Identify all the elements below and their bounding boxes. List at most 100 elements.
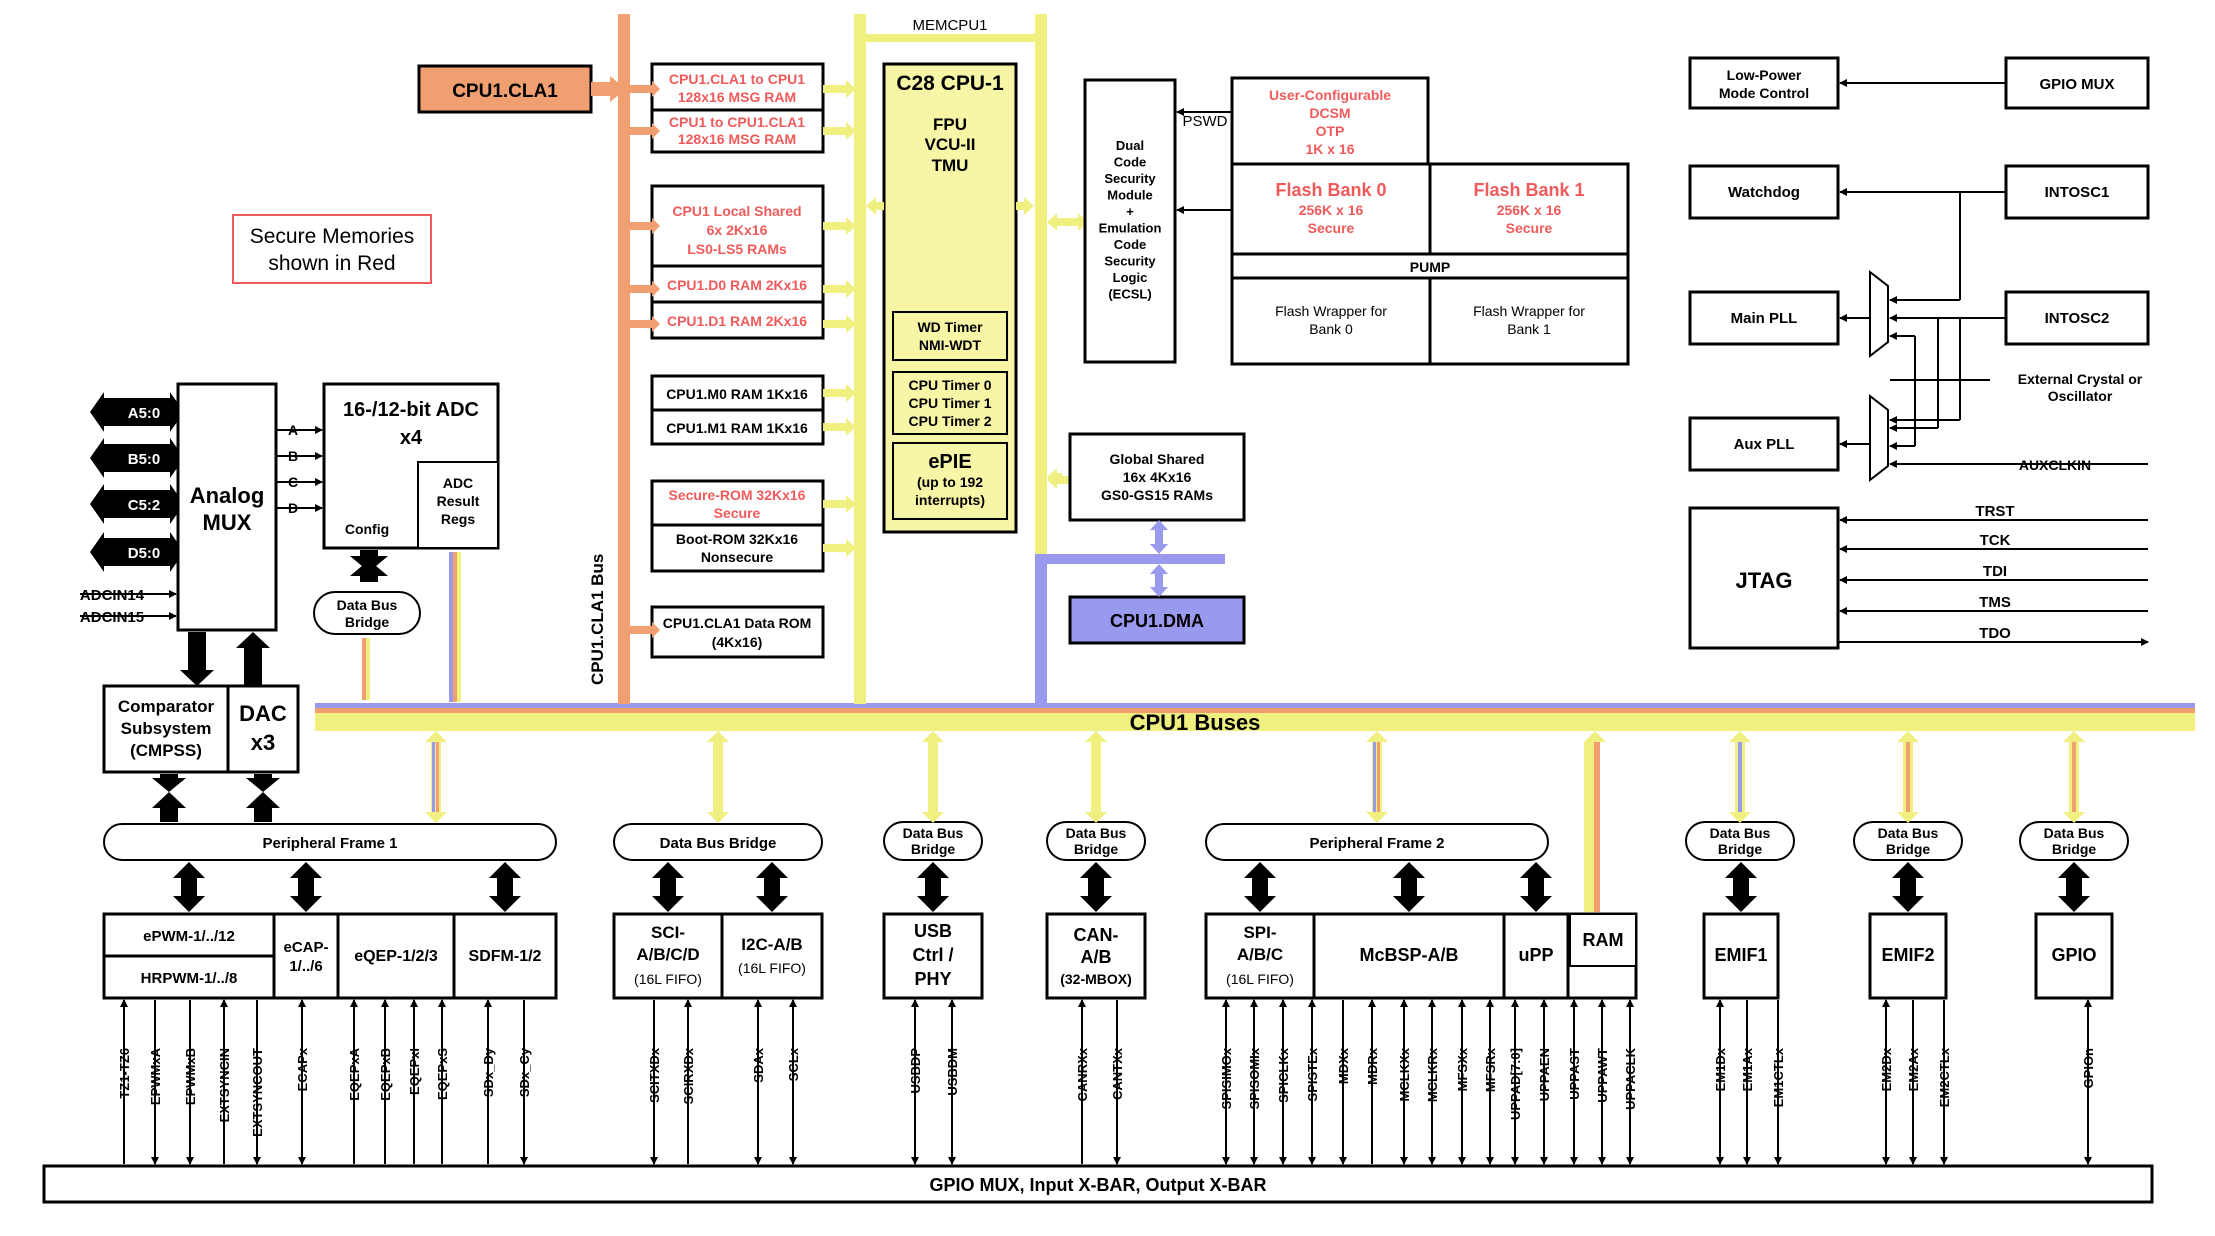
svg-text:User-Configurable: User-Configurable bbox=[1269, 87, 1391, 103]
svg-text:Flash Bank 0: Flash Bank 0 bbox=[1275, 180, 1386, 200]
svg-text:INTOSC2: INTOSC2 bbox=[2045, 310, 2110, 327]
svg-text:Secure: Secure bbox=[714, 505, 761, 521]
signal-label: MCLKRx bbox=[1425, 1047, 1440, 1102]
svg-text:CPU1.M0 RAM 1Kx16: CPU1.M0 RAM 1Kx16 bbox=[666, 386, 808, 402]
adc-data-bus-bridge: Data Bus Bridge bbox=[313, 552, 461, 702]
svg-text:Data Bus: Data Bus bbox=[337, 597, 398, 613]
thick-bridge-arrow bbox=[1520, 862, 1552, 912]
svg-text:WD Timer: WD Timer bbox=[917, 319, 983, 335]
svg-text:(4Kx16): (4Kx16) bbox=[712, 634, 763, 650]
dcsm-line: Security bbox=[1104, 254, 1156, 269]
svg-text:Bank 1: Bank 1 bbox=[1507, 321, 1551, 337]
analog-port-label: B5:0 bbox=[128, 451, 161, 468]
cla1-block[interactable]: CPU1.CLA1 bbox=[417, 64, 593, 114]
thick-bridge-arrow bbox=[2058, 862, 2090, 912]
c28-cpu1[interactable]: C28 CPU-1 FPU VCU-II TMU WD Timer NMI-WD… bbox=[882, 62, 1018, 534]
svg-text:CAN-: CAN- bbox=[1074, 925, 1119, 945]
svg-text:PUMP: PUMP bbox=[1410, 259, 1450, 275]
svg-text:ePWM-1/../12: ePWM-1/../12 bbox=[143, 928, 235, 945]
svg-text:Bridge: Bridge bbox=[2052, 841, 2097, 857]
svg-text:GPIO MUX, Input X-BAR, Output: GPIO MUX, Input X-BAR, Output X-BAR bbox=[930, 1175, 1267, 1195]
dma-arrows bbox=[1150, 520, 1168, 597]
svg-text:16x 4Kx16: 16x 4Kx16 bbox=[1123, 469, 1192, 485]
svg-text:x3: x3 bbox=[251, 730, 275, 755]
signal-label: EM2CTLx bbox=[1937, 1047, 1952, 1107]
svg-text:1K x 16: 1K x 16 bbox=[1305, 141, 1354, 157]
signal-label: UPPAEN bbox=[1537, 1048, 1552, 1101]
svg-text:GS0-GS15 RAMs: GS0-GS15 RAMs bbox=[1101, 487, 1213, 503]
analog-port-arrow bbox=[90, 532, 184, 572]
jtag-pin-label: TDI bbox=[1983, 563, 2007, 580]
svg-text:EMIF1: EMIF1 bbox=[1714, 945, 1767, 965]
svg-text:ADC: ADC bbox=[443, 475, 473, 491]
analog-port-arrow bbox=[90, 392, 184, 432]
svg-text:TMU: TMU bbox=[932, 156, 969, 175]
svg-text:CPU1 to CPU1.CLA1: CPU1 to CPU1.CLA1 bbox=[669, 114, 805, 130]
adc-channel-label: B bbox=[288, 448, 298, 464]
svg-text:A/B/C/D: A/B/C/D bbox=[636, 945, 699, 964]
svg-text:interrupts): interrupts) bbox=[915, 492, 985, 508]
signal-label: EQEPxB bbox=[378, 1048, 393, 1101]
dcsm-line: Security bbox=[1104, 171, 1156, 186]
peripheral-blocks: ePWM-1/../12 HRPWM-1/../8 eCAP- 1/../6 e… bbox=[102, 912, 2114, 1000]
svg-text:256K x 16: 256K x 16 bbox=[1497, 202, 1562, 218]
svg-text:128x16 MSG RAM: 128x16 MSG RAM bbox=[678, 131, 796, 147]
gs-yellow-arrow bbox=[1047, 468, 1062, 486]
cla1-to-bus-arrow bbox=[591, 76, 626, 102]
signal-label: MCLKXx bbox=[1397, 1047, 1412, 1101]
adc-channel-label: A bbox=[288, 422, 298, 438]
svg-text:Oscillator: Oscillator bbox=[2048, 388, 2113, 404]
cla1-label: CPU1.CLA1 bbox=[452, 81, 558, 102]
svg-text:Bridge: Bridge bbox=[1074, 841, 1119, 857]
svg-text:NMI-WDT: NMI-WDT bbox=[919, 337, 982, 353]
svg-text:CPU1.CLA1 Data ROM: CPU1.CLA1 Data ROM bbox=[663, 615, 812, 631]
svg-text:1/../6: 1/../6 bbox=[289, 958, 322, 975]
cla-memories: CPU1.CLA1 to CPU1 128x16 MSG RAM CPU1 to… bbox=[650, 62, 825, 659]
svg-text:HRPWM-1/../8: HRPWM-1/../8 bbox=[141, 970, 238, 987]
svg-text:A/B: A/B bbox=[1081, 947, 1112, 967]
svg-text:PHY: PHY bbox=[914, 969, 951, 989]
svg-text:CPU Timer 2: CPU Timer 2 bbox=[909, 413, 992, 429]
signal-label: SCITXDx bbox=[647, 1047, 662, 1103]
svg-text:16-/12-bit ADC: 16-/12-bit ADC bbox=[343, 399, 479, 421]
signal-label: EM2Ax bbox=[1906, 1047, 1921, 1091]
bridge-periph-arrows bbox=[173, 862, 2090, 912]
jtag-pin-label: TRST bbox=[1975, 503, 2014, 520]
svg-text:Bridge: Bridge bbox=[1886, 841, 1931, 857]
svg-text:Boot-ROM 32Kx16: Boot-ROM 32Kx16 bbox=[676, 531, 798, 547]
svg-text:FPU: FPU bbox=[933, 115, 967, 134]
svg-text:Secure-ROM 32Kx16: Secure-ROM 32Kx16 bbox=[669, 487, 806, 503]
dcsm-line: (ECSL) bbox=[1108, 287, 1151, 302]
dcsm-line: Module bbox=[1107, 188, 1153, 203]
signal-label: SCIRXDx bbox=[681, 1047, 696, 1104]
svg-text:A/B/C: A/B/C bbox=[1237, 945, 1283, 964]
adc-channel-label: D bbox=[288, 500, 298, 516]
signal-label: ECAPx bbox=[295, 1047, 310, 1091]
svg-text:Aux PLL: Aux PLL bbox=[1734, 436, 1795, 453]
memcpu1-bus: MEMCPU1 bbox=[854, 14, 1047, 704]
svg-text:Data Bus: Data Bus bbox=[1066, 825, 1127, 841]
adc-channel-label: C bbox=[288, 474, 298, 490]
thick-bridge-arrow bbox=[1080, 862, 1112, 912]
bus-bridge-connectors bbox=[425, 731, 2085, 912]
svg-text:Data Bus Bridge: Data Bus Bridge bbox=[660, 835, 777, 852]
svg-text:Mode Control: Mode Control bbox=[1719, 85, 1809, 101]
dma-block[interactable]: CPU1.DMA bbox=[1068, 595, 1246, 645]
svg-text:Secure: Secure bbox=[1506, 220, 1553, 236]
thick-bridge-arrow bbox=[917, 862, 949, 912]
memcpu1-label: MEMCPU1 bbox=[912, 17, 987, 34]
signal-label: GPIOn bbox=[2081, 1048, 2096, 1089]
svg-text:Comparator: Comparator bbox=[118, 697, 215, 716]
signal-label: EM1Dx bbox=[1713, 1047, 1728, 1091]
svg-text:(16L FIFO): (16L FIFO) bbox=[1226, 971, 1294, 987]
svg-text:CPU Timer 0: CPU Timer 0 bbox=[909, 377, 992, 393]
svg-text:256K x 16: 256K x 16 bbox=[1299, 202, 1364, 218]
thick-bridge-arrow bbox=[1244, 862, 1276, 912]
svg-text:Flash Wrapper for: Flash Wrapper for bbox=[1473, 303, 1585, 319]
signal-label: SDx_Dy bbox=[481, 1047, 496, 1097]
svg-text:CPU1.M1 RAM 1Kx16: CPU1.M1 RAM 1Kx16 bbox=[666, 420, 808, 436]
svg-text:Flash Bank 1: Flash Bank 1 bbox=[1473, 180, 1584, 200]
cpu1-buses-label: CPU1 Buses bbox=[1130, 710, 1261, 735]
